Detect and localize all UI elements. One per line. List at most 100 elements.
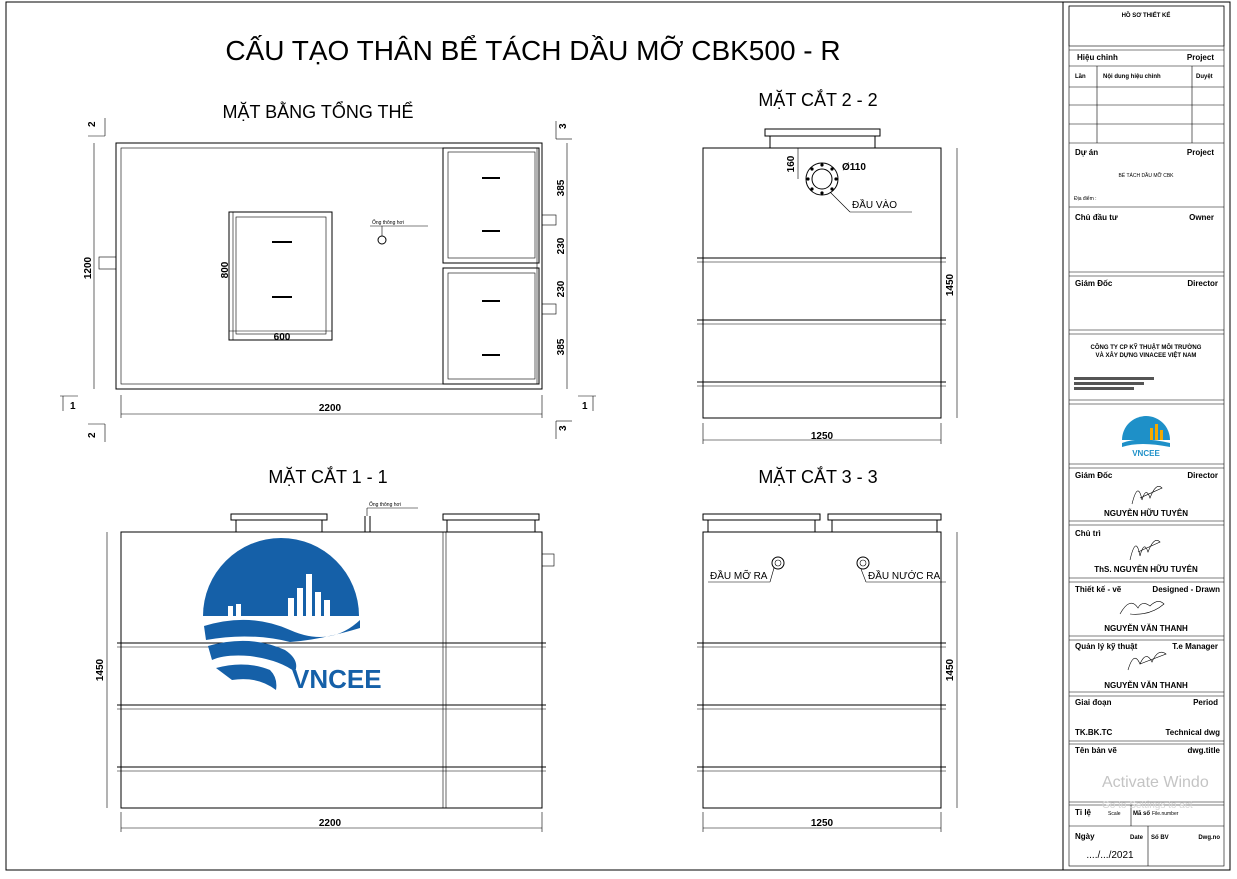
tb-signature-icon [1129, 540, 1161, 561]
s22-inlet-label: ĐẦU VÀO [852, 198, 897, 211]
s22-inlet-pipe [811, 168, 833, 190]
logo-wave-icon [208, 640, 297, 672]
tb-sheet-no-en: Dwg.no [1198, 835, 1220, 841]
section-marker-1-right: 1 [582, 401, 588, 412]
s22-bolt [830, 167, 834, 171]
logo-building-icon [324, 600, 330, 616]
plan-dim-230-top: 230 [556, 237, 567, 254]
section-3-3-view: MẶT CẮT 3 - 3 ĐẦU MỠ RA ĐẦU NƯỚC RA 1250… [697, 466, 958, 832]
plan-chamber-top-inner [447, 151, 536, 259]
s33-water-outlet-pipe [859, 559, 867, 567]
tb-location: Địa điểm : [1074, 195, 1097, 202]
plan-dim-385-top: 385 [556, 179, 567, 196]
section-2-2-title: MẶT CẮT 2 - 2 [758, 89, 877, 110]
s11-manhole-lid [230, 513, 328, 521]
tb-director-en: Director [1187, 279, 1218, 288]
tb-qa-role-en: T.e Manager [1172, 642, 1218, 651]
tb-stage-en: Period [1193, 698, 1218, 707]
plan-chamber-bottom-outer [442, 267, 540, 385]
tb-stage-value: TK.BK.TC [1075, 728, 1113, 737]
s33-leader [860, 568, 867, 583]
tb-signer-director-name: NGUYỄN HỮU TUYÊN [1104, 509, 1188, 518]
s33-water-outlet-label: ĐẦU NƯỚC RA [868, 569, 940, 582]
s11-chamber-lid [442, 513, 540, 521]
tb-file-code: Mã số [1133, 810, 1150, 817]
tb-company-line2: VÀ XÂY DỰNG VINACEE VIỆT NAM [1096, 351, 1197, 359]
tb-signature-icon [1127, 651, 1167, 671]
tb-designer-role-en: Designed - Drawn [1152, 585, 1220, 594]
section-marker-3-bottom: 3 [558, 425, 569, 431]
plan-manhole-inner [235, 216, 327, 335]
s11-height-dim: 1450 [95, 658, 106, 681]
tb-logo-wave-icon [1122, 439, 1170, 447]
tb-company-address-placeholder [1074, 382, 1144, 385]
tb-company-address-placeholder [1074, 387, 1134, 390]
s22-inlet-leader [829, 191, 851, 213]
tb-date: Ngày [1075, 832, 1095, 841]
tb-stage: Giai đoạn [1075, 698, 1112, 707]
logo-building-icon [288, 598, 294, 616]
s22-tank-body [702, 147, 942, 419]
s33-height-dim: 1450 [945, 658, 956, 681]
tb-qa-role: Quản lý kỹ thuật [1075, 642, 1138, 651]
plan-chamber-top-outer [442, 147, 540, 264]
plan-view-title: MẶT BẰNG TỔNG THỂ [222, 101, 413, 122]
section-1-1-view: MẶT CẮT 1 - 1 Ống thông hơi [95, 466, 555, 832]
s33-neck-left [707, 519, 816, 533]
s11-outlet-pipe [541, 553, 555, 567]
tb-rev-col-approve: Duyệt [1196, 74, 1213, 80]
section-marker-3-top: 3 [558, 123, 569, 129]
tb-header-box [1068, 5, 1225, 47]
tb-owner: Chủ đầu tư [1075, 213, 1118, 222]
s22-bolt [830, 187, 834, 191]
logo-building-icon [315, 592, 321, 616]
s22-bolt [810, 187, 814, 191]
s33-oil-outlet-pipe [771, 556, 785, 570]
tb-project: Dự án [1075, 148, 1098, 157]
drawing-title: CẤU TẠO THÂN BỂ TÁCH DẦU MỠ CBK500 - R [225, 35, 840, 66]
logo-building-icon [236, 604, 241, 616]
plan-chamber-bottom-inner [447, 272, 536, 380]
plan-tank-outline [115, 142, 543, 390]
logo-building-icon [297, 588, 303, 616]
title-block: HỒ SƠ THIẾT KẾ Hiệu chỉnh Project Lần Nộ… [1068, 5, 1225, 867]
tb-scale-en: Scale [1108, 811, 1121, 817]
s22-bolt [820, 163, 824, 167]
tb-designer-name: NGUYỄN VĂN THANH [1104, 624, 1188, 633]
s33-tank-body [702, 531, 942, 809]
s33-oil-outlet-pipe [774, 559, 782, 567]
s22-inlet-flange [805, 162, 839, 196]
tb-company-address-placeholder [1074, 377, 1154, 380]
tb-date-value: ..../.../2021 [1086, 850, 1134, 861]
s22-width-dim: 1250 [811, 431, 834, 442]
tb-project-name: BỂ TÁCH DẦU MỠ CBK [1118, 172, 1174, 179]
tb-owner-en: Owner [1189, 213, 1214, 222]
s22-bolt [810, 167, 814, 171]
s22-height-dim: 1450 [945, 273, 956, 296]
plan-height-dim: 1200 [83, 256, 94, 279]
s11-tank-body [120, 531, 543, 809]
section-marker-2-top: 2 [87, 121, 98, 127]
tb-file-code-en: File.number [1152, 811, 1179, 817]
s33-water-outlet-pipe [856, 556, 870, 570]
plan-width-dim: 2200 [319, 403, 342, 414]
plan-outlet-pipe [541, 303, 557, 315]
s33-oil-outlet-label: ĐẦU MỠ RA [710, 569, 768, 582]
logo-building-icon [306, 574, 312, 616]
tb-logo-building-icon [1150, 428, 1153, 440]
plan-vent-symbol [377, 235, 387, 245]
logo-wave-icon [216, 664, 277, 690]
tb-rev-col-no: Lần [1075, 74, 1086, 80]
s11-width-dim: 2200 [319, 818, 342, 829]
plan-view: MẶT BẰNG TỔNG THỂ Ống thông hơi 2200 1 [60, 101, 596, 442]
plan-manhole-outer [228, 211, 333, 341]
activate-windows-subtext: Go to Settings to act [1102, 800, 1193, 811]
s11-chamber-neck [446, 519, 536, 533]
tb-stage-value-en: Technical dwg [1165, 728, 1220, 737]
s22-bolt [834, 177, 838, 181]
section-3-3-title: MẶT CẮT 3 - 3 [758, 466, 877, 487]
tb-drawing-name-en: dwg.title [1188, 746, 1221, 755]
plan-tank-inner [120, 147, 538, 385]
logo-sky-icon [203, 538, 359, 616]
tb-drawing-name: Tên bản vẽ [1075, 746, 1117, 755]
